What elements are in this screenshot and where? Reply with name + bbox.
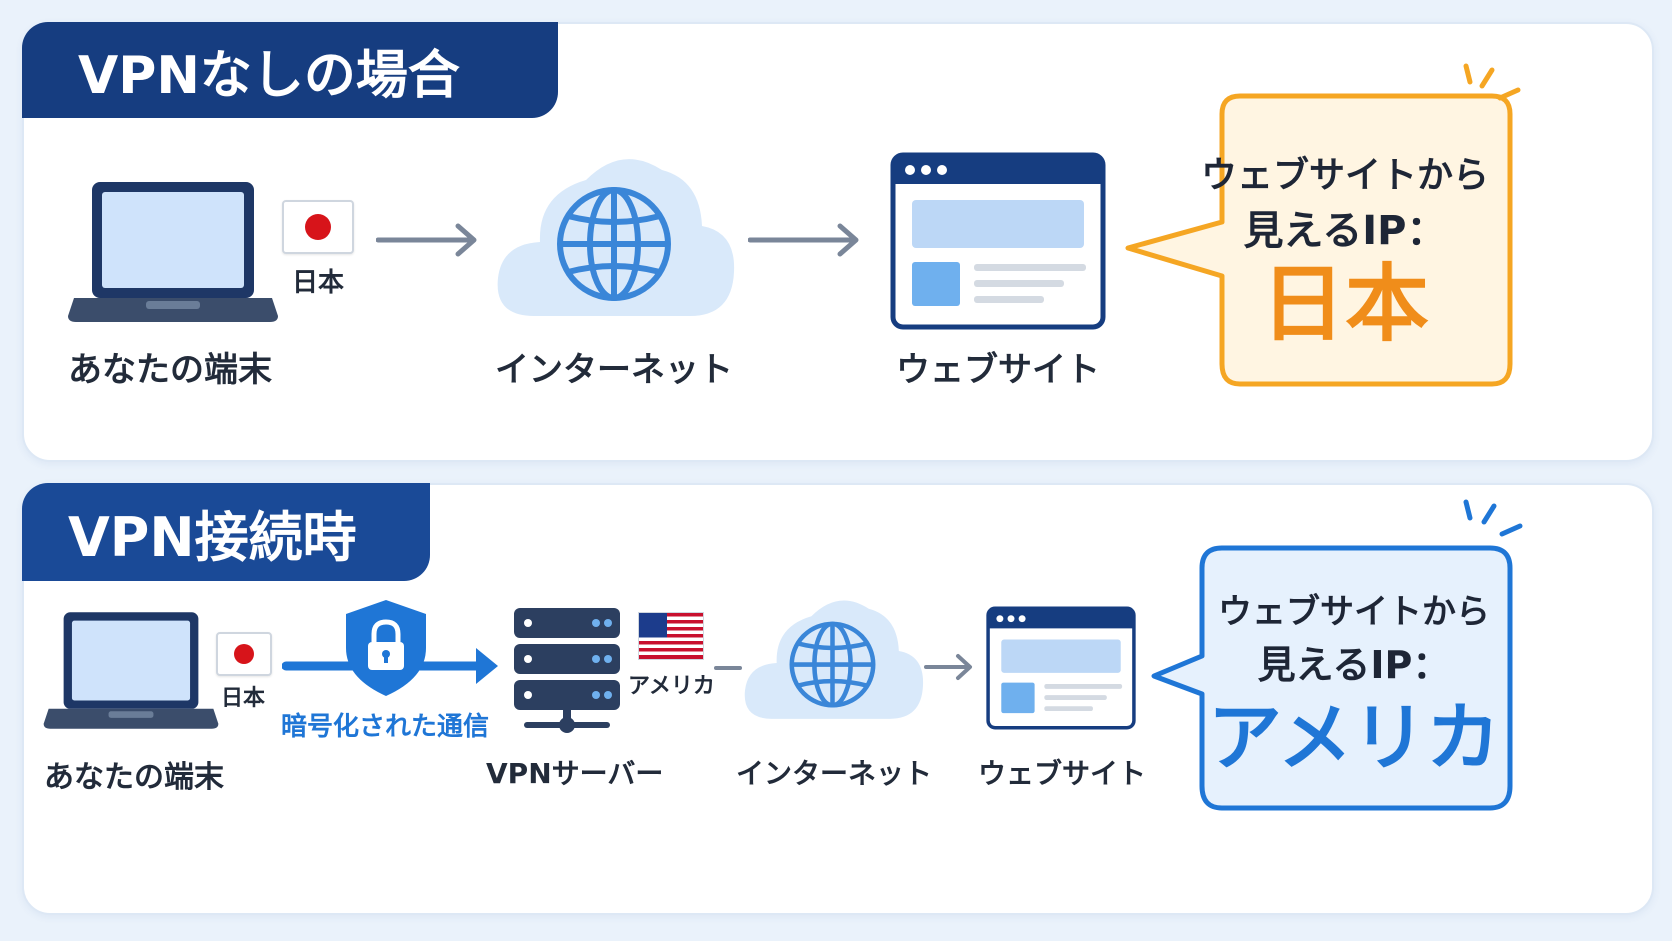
- usa-flag-icon: [638, 612, 704, 660]
- bubble-ip-value: 日本: [1260, 255, 1429, 353]
- website-label: ウェブサイト: [977, 757, 1146, 790]
- server-flag-label: アメリカ: [628, 674, 715, 699]
- arrow-icon: [924, 652, 974, 682]
- server-label: VPNサーバー: [486, 757, 664, 790]
- japan-flag-icon: [282, 200, 354, 254]
- bubble-line2: 見えるIP：: [1257, 643, 1451, 687]
- internet-label: インターネット: [736, 757, 933, 790]
- bubble-line1: ウェブサイトから: [1218, 592, 1490, 632]
- globe-cloud-icon: [494, 140, 738, 320]
- japan-flag-icon: [216, 632, 272, 676]
- ip-bubble: [1144, 494, 1534, 818]
- shield-lock-icon: [346, 600, 426, 696]
- ip-bubble: [1120, 62, 1530, 392]
- server-rack-icon: [512, 606, 622, 736]
- without-vpn-heading: VPNなしの場合: [22, 22, 558, 118]
- with-vpn-heading: VPN接続時: [22, 483, 430, 581]
- globe-cloud-icon: [742, 586, 926, 722]
- internet-label: インターネット: [495, 350, 733, 390]
- device-label: あなたの端末: [68, 350, 272, 390]
- device-label: あなたの端末: [44, 760, 224, 795]
- flag-label: 日本: [220, 686, 265, 711]
- bubble-line1: ウェブサイトから: [1200, 155, 1489, 196]
- website-label: ウェブサイト: [896, 350, 1100, 390]
- browser-window-icon: [890, 152, 1106, 330]
- arrow-icon: [748, 222, 862, 258]
- emphasis-lines-icon: [1463, 499, 1523, 537]
- encrypted-tunnel-arrow: [282, 596, 502, 700]
- connector-line: [714, 664, 742, 672]
- laptop-icon: [66, 180, 280, 330]
- flag-label: 日本: [291, 268, 344, 298]
- bubble-ip-value: アメリカ: [1207, 695, 1501, 781]
- arrow-icon: [376, 222, 480, 258]
- browser-window-icon: [986, 602, 1136, 734]
- laptop-icon: [42, 610, 220, 736]
- emphasis-lines-icon: [1463, 63, 1521, 101]
- tunnel-label: 暗号化された通信: [280, 712, 489, 742]
- bubble-line2: 見えるIP：: [1243, 208, 1447, 254]
